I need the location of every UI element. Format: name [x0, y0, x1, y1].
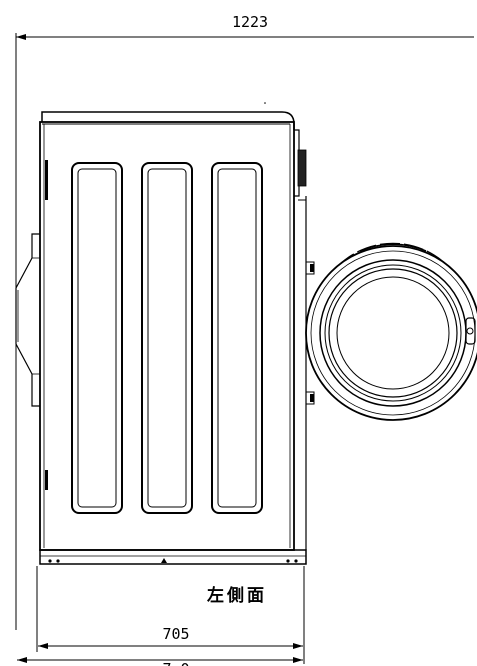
rear-flange [15, 233, 40, 407]
panel-slot [141, 162, 193, 514]
overall-width-dimension: 1223 [15, 13, 474, 630]
panel-slot [71, 162, 123, 514]
panel-slot [211, 162, 263, 514]
machine-body [39, 102, 307, 565]
door-handle-icon [465, 317, 476, 345]
partial-bottom-label: 7 0 [162, 660, 189, 666]
overall-width-label: 1223 [232, 13, 268, 31]
body-width-dimension: 705 [36, 566, 305, 664]
door-outer-ring [305, 245, 477, 421]
body-width-label: 705 [162, 625, 189, 643]
door-glass [336, 276, 450, 390]
partial-bottom-dimension: 7 0 [17, 657, 303, 666]
view-label: 左側面 [207, 585, 267, 606]
side-panel-slots [71, 162, 263, 514]
door-assembly [305, 242, 477, 421]
